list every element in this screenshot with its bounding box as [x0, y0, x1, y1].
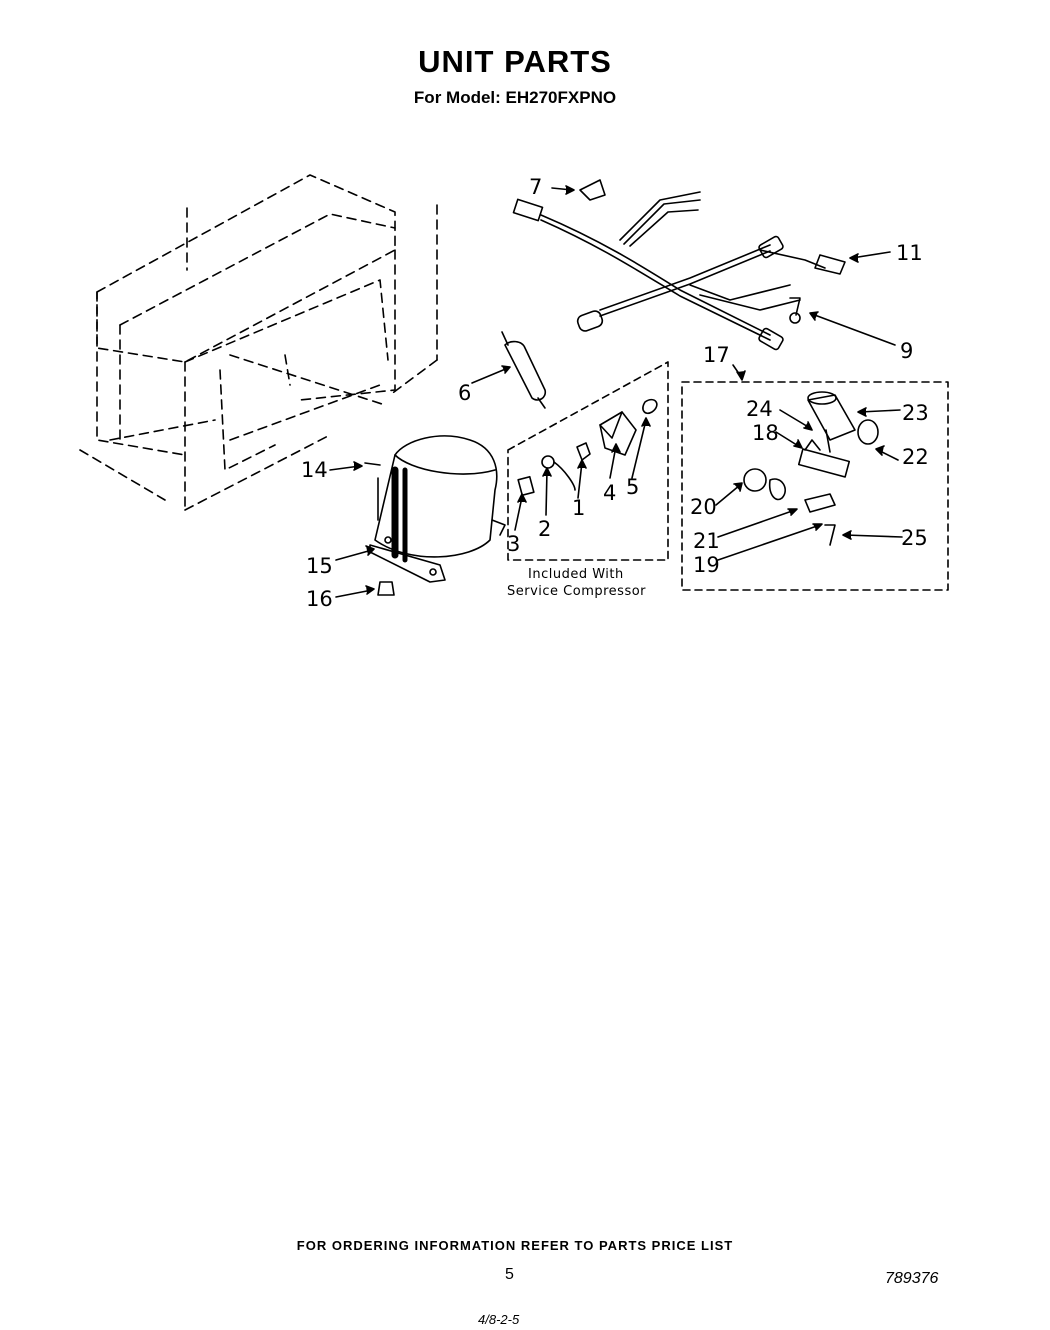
callout-11: 11 — [896, 241, 923, 265]
ordering-note: FOR ORDERING INFORMATION REFER TO PARTS … — [296, 1238, 734, 1253]
callout-14: 14 — [301, 458, 328, 482]
handwritten-mark: 4/8-2-5 — [478, 1312, 520, 1327]
callout-4: 4 — [603, 481, 616, 505]
callout-16: 16 — [306, 587, 333, 611]
callout-21: 21 — [693, 529, 720, 553]
cabinet-outline — [79, 174, 438, 511]
leader-lines — [329, 185, 903, 598]
kit-caption-line2: Service Compressor — [507, 584, 646, 599]
relay-kit-box — [681, 381, 949, 591]
callout-2: 2 — [538, 517, 551, 541]
kit-caption-line1: Included With — [528, 567, 624, 582]
callout-1: 1 — [572, 496, 585, 520]
callout-25: 25 — [901, 526, 928, 550]
callout-9: 9 — [900, 339, 913, 363]
callout-23: 23 — [902, 401, 929, 425]
document-number: 789376 — [885, 1270, 939, 1287]
callout-20: 20 — [690, 495, 717, 519]
wiring-harness — [512, 179, 846, 351]
callout-24: 24 — [746, 397, 773, 421]
page-number: 5 — [505, 1266, 514, 1283]
drier-part — [501, 331, 547, 409]
callout-17: 17 — [703, 343, 730, 367]
relay-kit-parts — [743, 391, 879, 546]
model-line: For Model: EH270FXPNO — [413, 88, 617, 107]
compressor — [364, 435, 506, 596]
kit-parts — [517, 398, 658, 497]
callout-19: 19 — [693, 553, 720, 577]
callout-22: 22 — [902, 445, 929, 469]
callout-7: 7 — [529, 175, 542, 199]
callout-18: 18 — [752, 421, 779, 445]
service-kit-box — [507, 361, 669, 561]
callout-6: 6 — [458, 381, 471, 405]
callout-3: 3 — [507, 532, 520, 556]
callout-15: 15 — [306, 554, 333, 578]
callout-5: 5 — [626, 475, 639, 499]
page-title: UNIT PARTS — [418, 44, 612, 79]
